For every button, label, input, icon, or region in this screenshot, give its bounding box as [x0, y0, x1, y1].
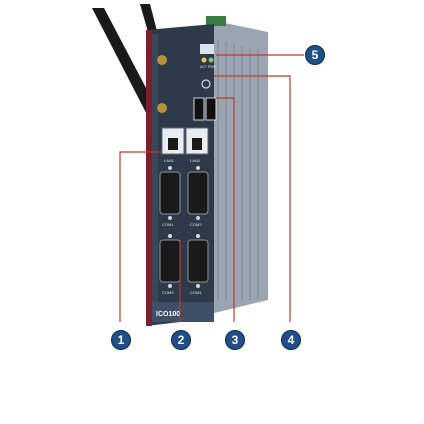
label-com3: COM3 — [162, 290, 174, 295]
front-panel — [146, 24, 217, 326]
power-terminal — [206, 16, 226, 26]
leader-lines — [119, 54, 304, 322]
callout-5: 5 — [305, 45, 325, 65]
callout-3: 3 — [225, 330, 245, 350]
label-lan2: LAN2 — [190, 158, 201, 163]
led-pwr-icon — [208, 57, 214, 63]
com-port — [187, 171, 209, 215]
com-port — [159, 239, 181, 283]
label-act: ACT — [200, 65, 208, 69]
led-act-icon — [201, 57, 207, 63]
callout-1: 1 — [111, 330, 131, 350]
com-port — [159, 171, 181, 215]
label-com4: COM4 — [190, 290, 202, 295]
label-com2: COM2 — [190, 222, 202, 227]
usb-port — [205, 97, 217, 121]
power-icon — [201, 79, 211, 89]
brand-logo — [200, 44, 214, 54]
label-lan1: LAN1 — [164, 158, 175, 163]
callout-4: 4 — [281, 330, 301, 350]
com-port — [187, 239, 209, 283]
com-port-group — [159, 171, 209, 283]
label-pwr: PWR — [208, 65, 217, 69]
chassis-side — [206, 16, 268, 314]
usb-port — [193, 97, 205, 121]
label-com1: COM1 — [162, 222, 174, 227]
antenna-jack-icon — [157, 103, 167, 113]
callout-2: 2 — [171, 330, 191, 350]
antenna-jack-icon — [157, 55, 167, 65]
model-label: ICO100 — [156, 311, 180, 318]
